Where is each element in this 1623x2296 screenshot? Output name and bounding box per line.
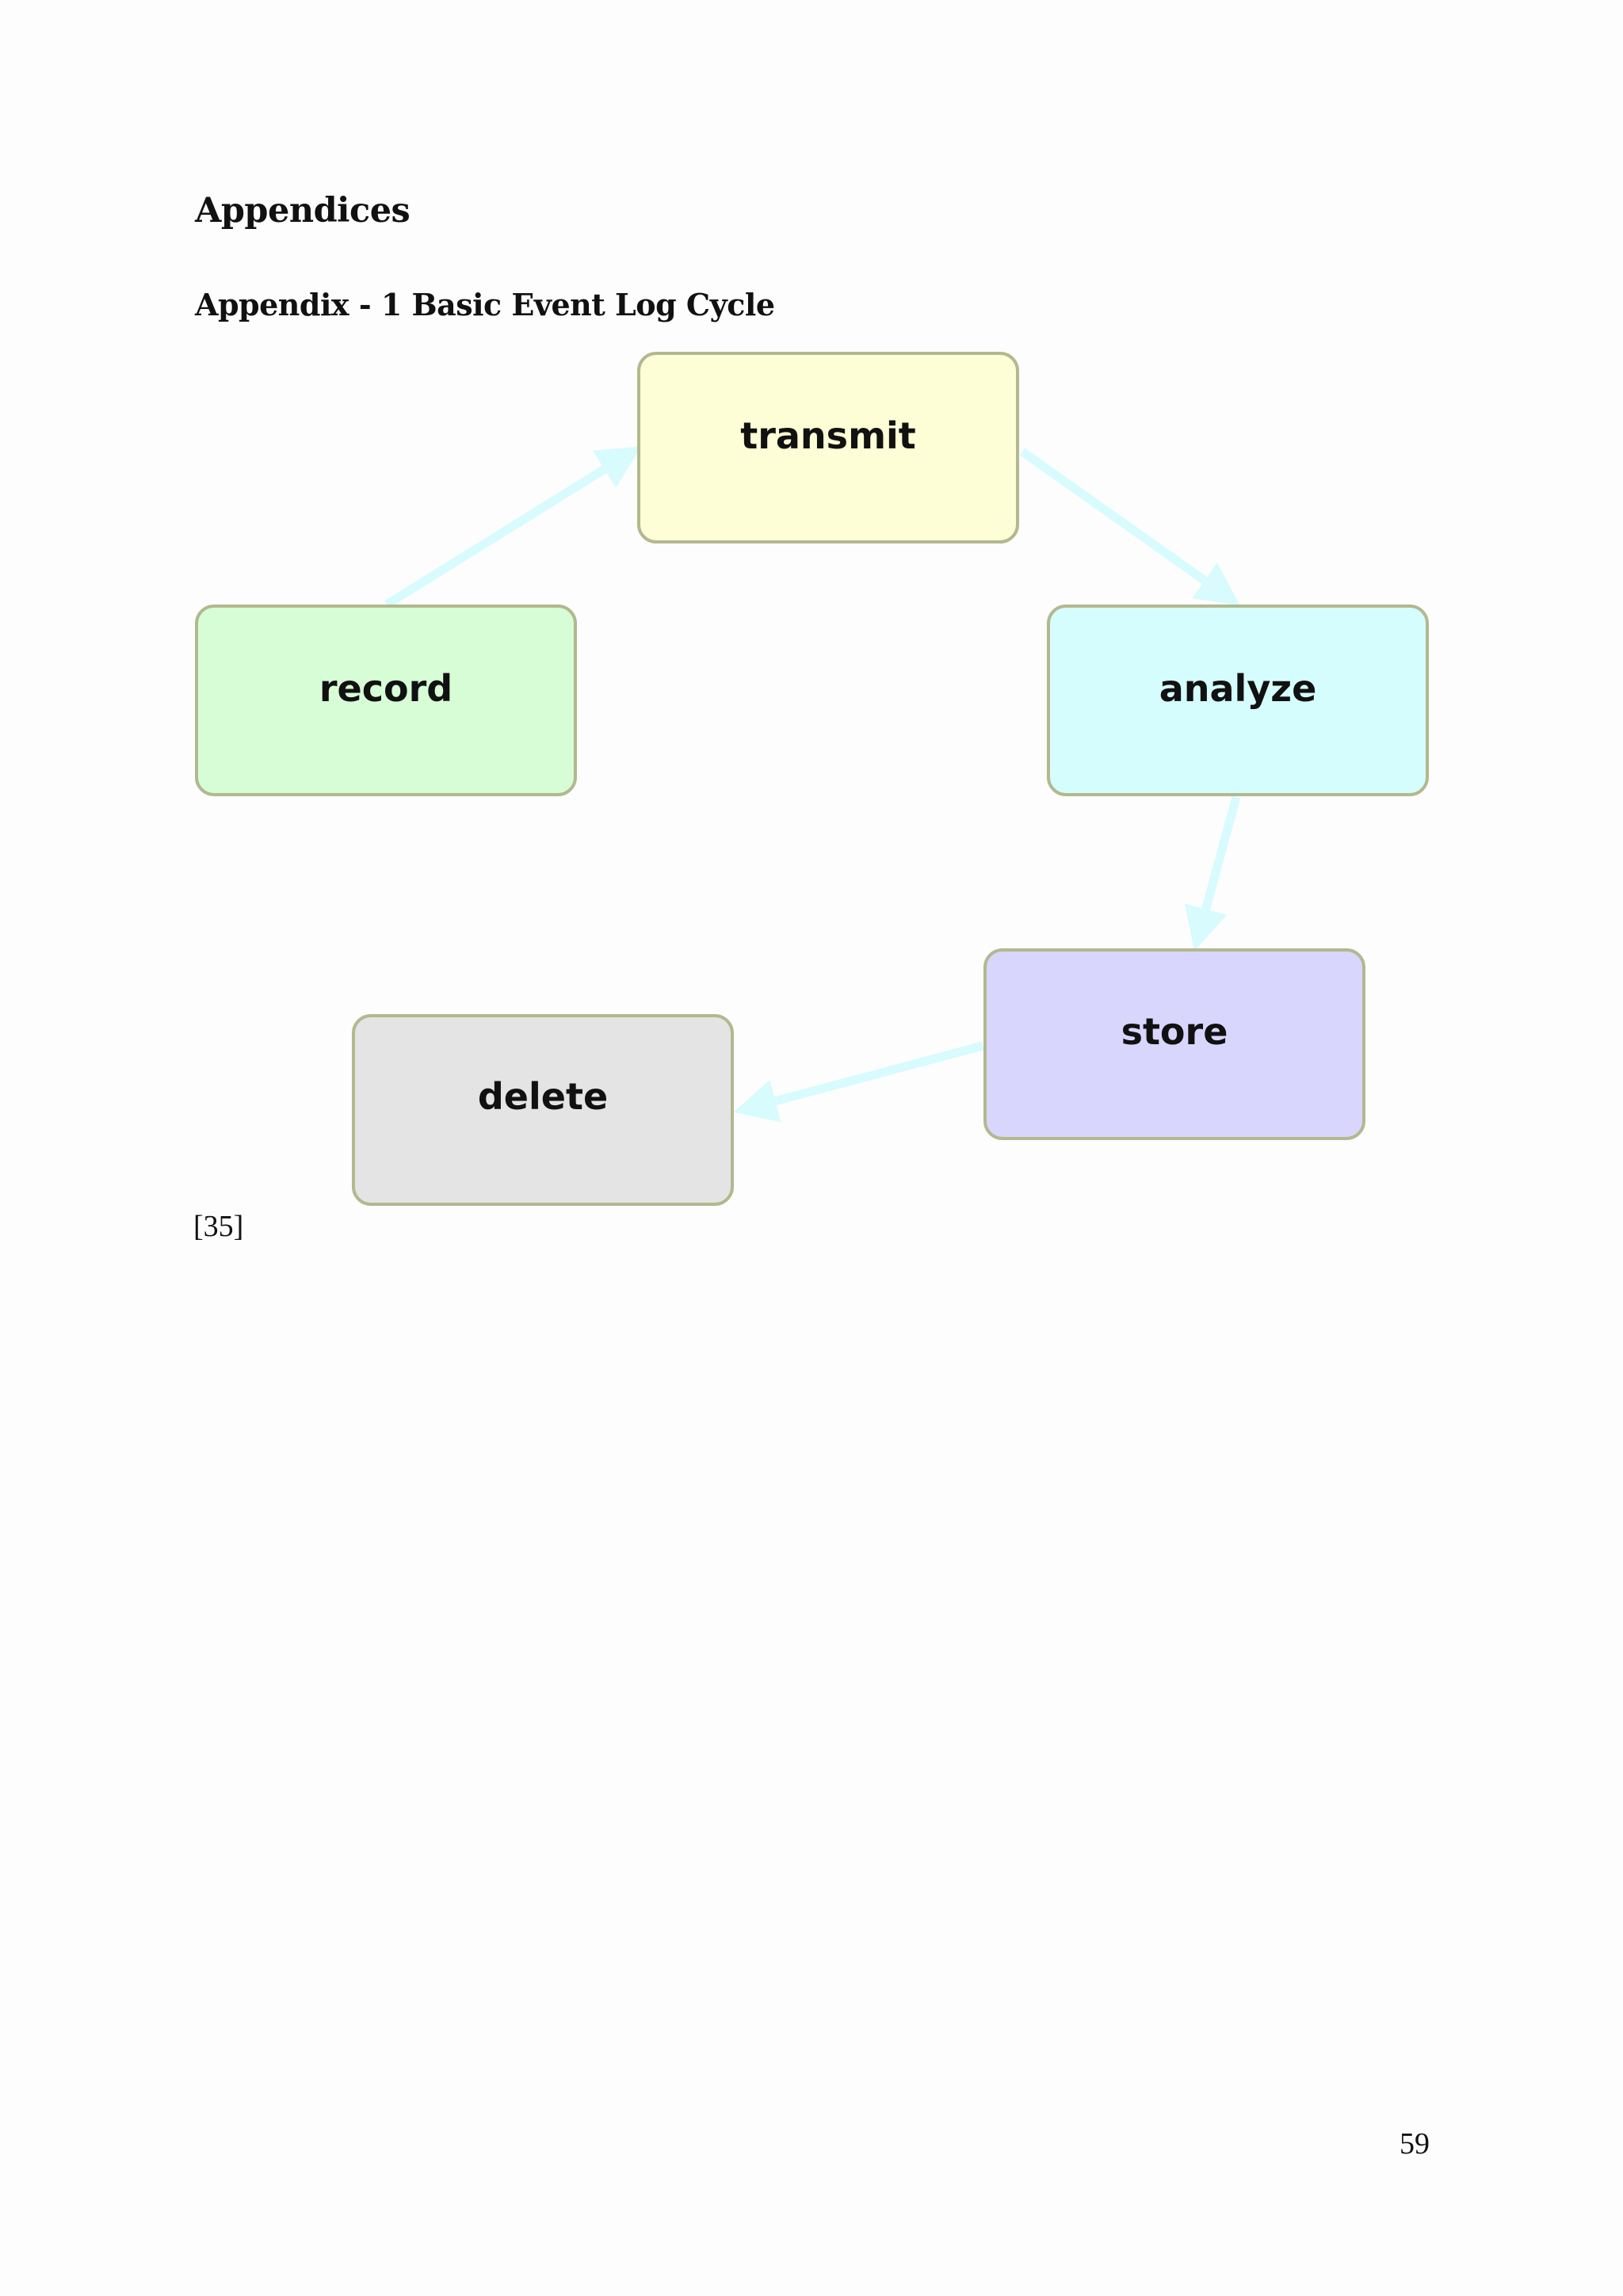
node-record: record bbox=[195, 605, 577, 796]
edge-analyze-to-store bbox=[1185, 795, 1241, 952]
section-heading: Appendices bbox=[195, 191, 411, 231]
node-delete: delete bbox=[352, 1014, 734, 1206]
node-box bbox=[352, 1014, 734, 1206]
edge-transmit-to-analyze bbox=[1019, 448, 1240, 606]
diagram-edges bbox=[384, 446, 1241, 1123]
node-label: delete bbox=[478, 1075, 608, 1118]
page-number: 59 bbox=[1400, 2127, 1430, 2161]
node-label: transmit bbox=[740, 414, 916, 457]
node-box bbox=[637, 352, 1019, 543]
node-box bbox=[983, 948, 1365, 1140]
appendix-title: Appendix - 1 Basic Event Log Cycle bbox=[195, 287, 775, 322]
edge-store-to-delete bbox=[733, 1041, 984, 1123]
event-log-cycle-diagram: transmit record analyze store delete bbox=[195, 352, 1429, 1206]
node-box bbox=[195, 605, 577, 796]
node-box bbox=[1047, 605, 1429, 796]
node-label: record bbox=[319, 667, 453, 710]
node-label: analyze bbox=[1159, 667, 1317, 710]
node-store: store bbox=[983, 948, 1365, 1140]
node-transmit: transmit bbox=[637, 352, 1019, 543]
citation-reference: [35] bbox=[193, 1210, 244, 1243]
node-label: store bbox=[1121, 1010, 1228, 1053]
edge-record-to-transmit bbox=[384, 446, 642, 608]
node-analyze: analyze bbox=[1047, 605, 1429, 796]
